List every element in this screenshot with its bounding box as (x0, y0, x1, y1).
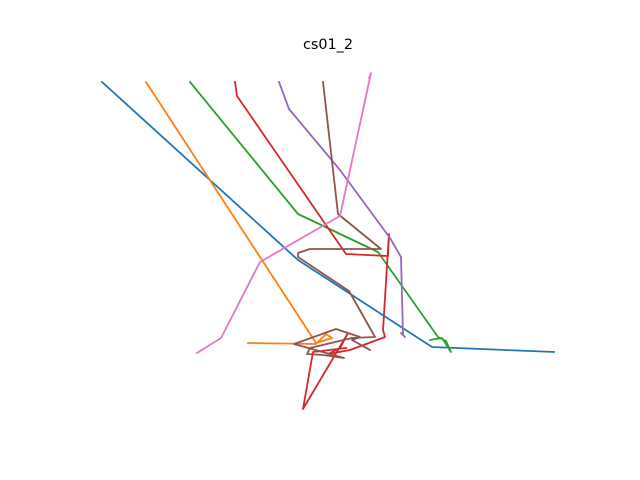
series-line-2 (144, 80, 333, 345)
series-line-7 (195, 72, 372, 355)
chart-title: cs01_2 (303, 37, 353, 53)
series-line-3 (188, 80, 452, 353)
series-line-1 (100, 80, 555, 353)
series-line-5 (277, 80, 406, 338)
series-line-6 (293, 81, 382, 359)
series-line-4 (233, 80, 390, 410)
series-layer (100, 72, 555, 410)
